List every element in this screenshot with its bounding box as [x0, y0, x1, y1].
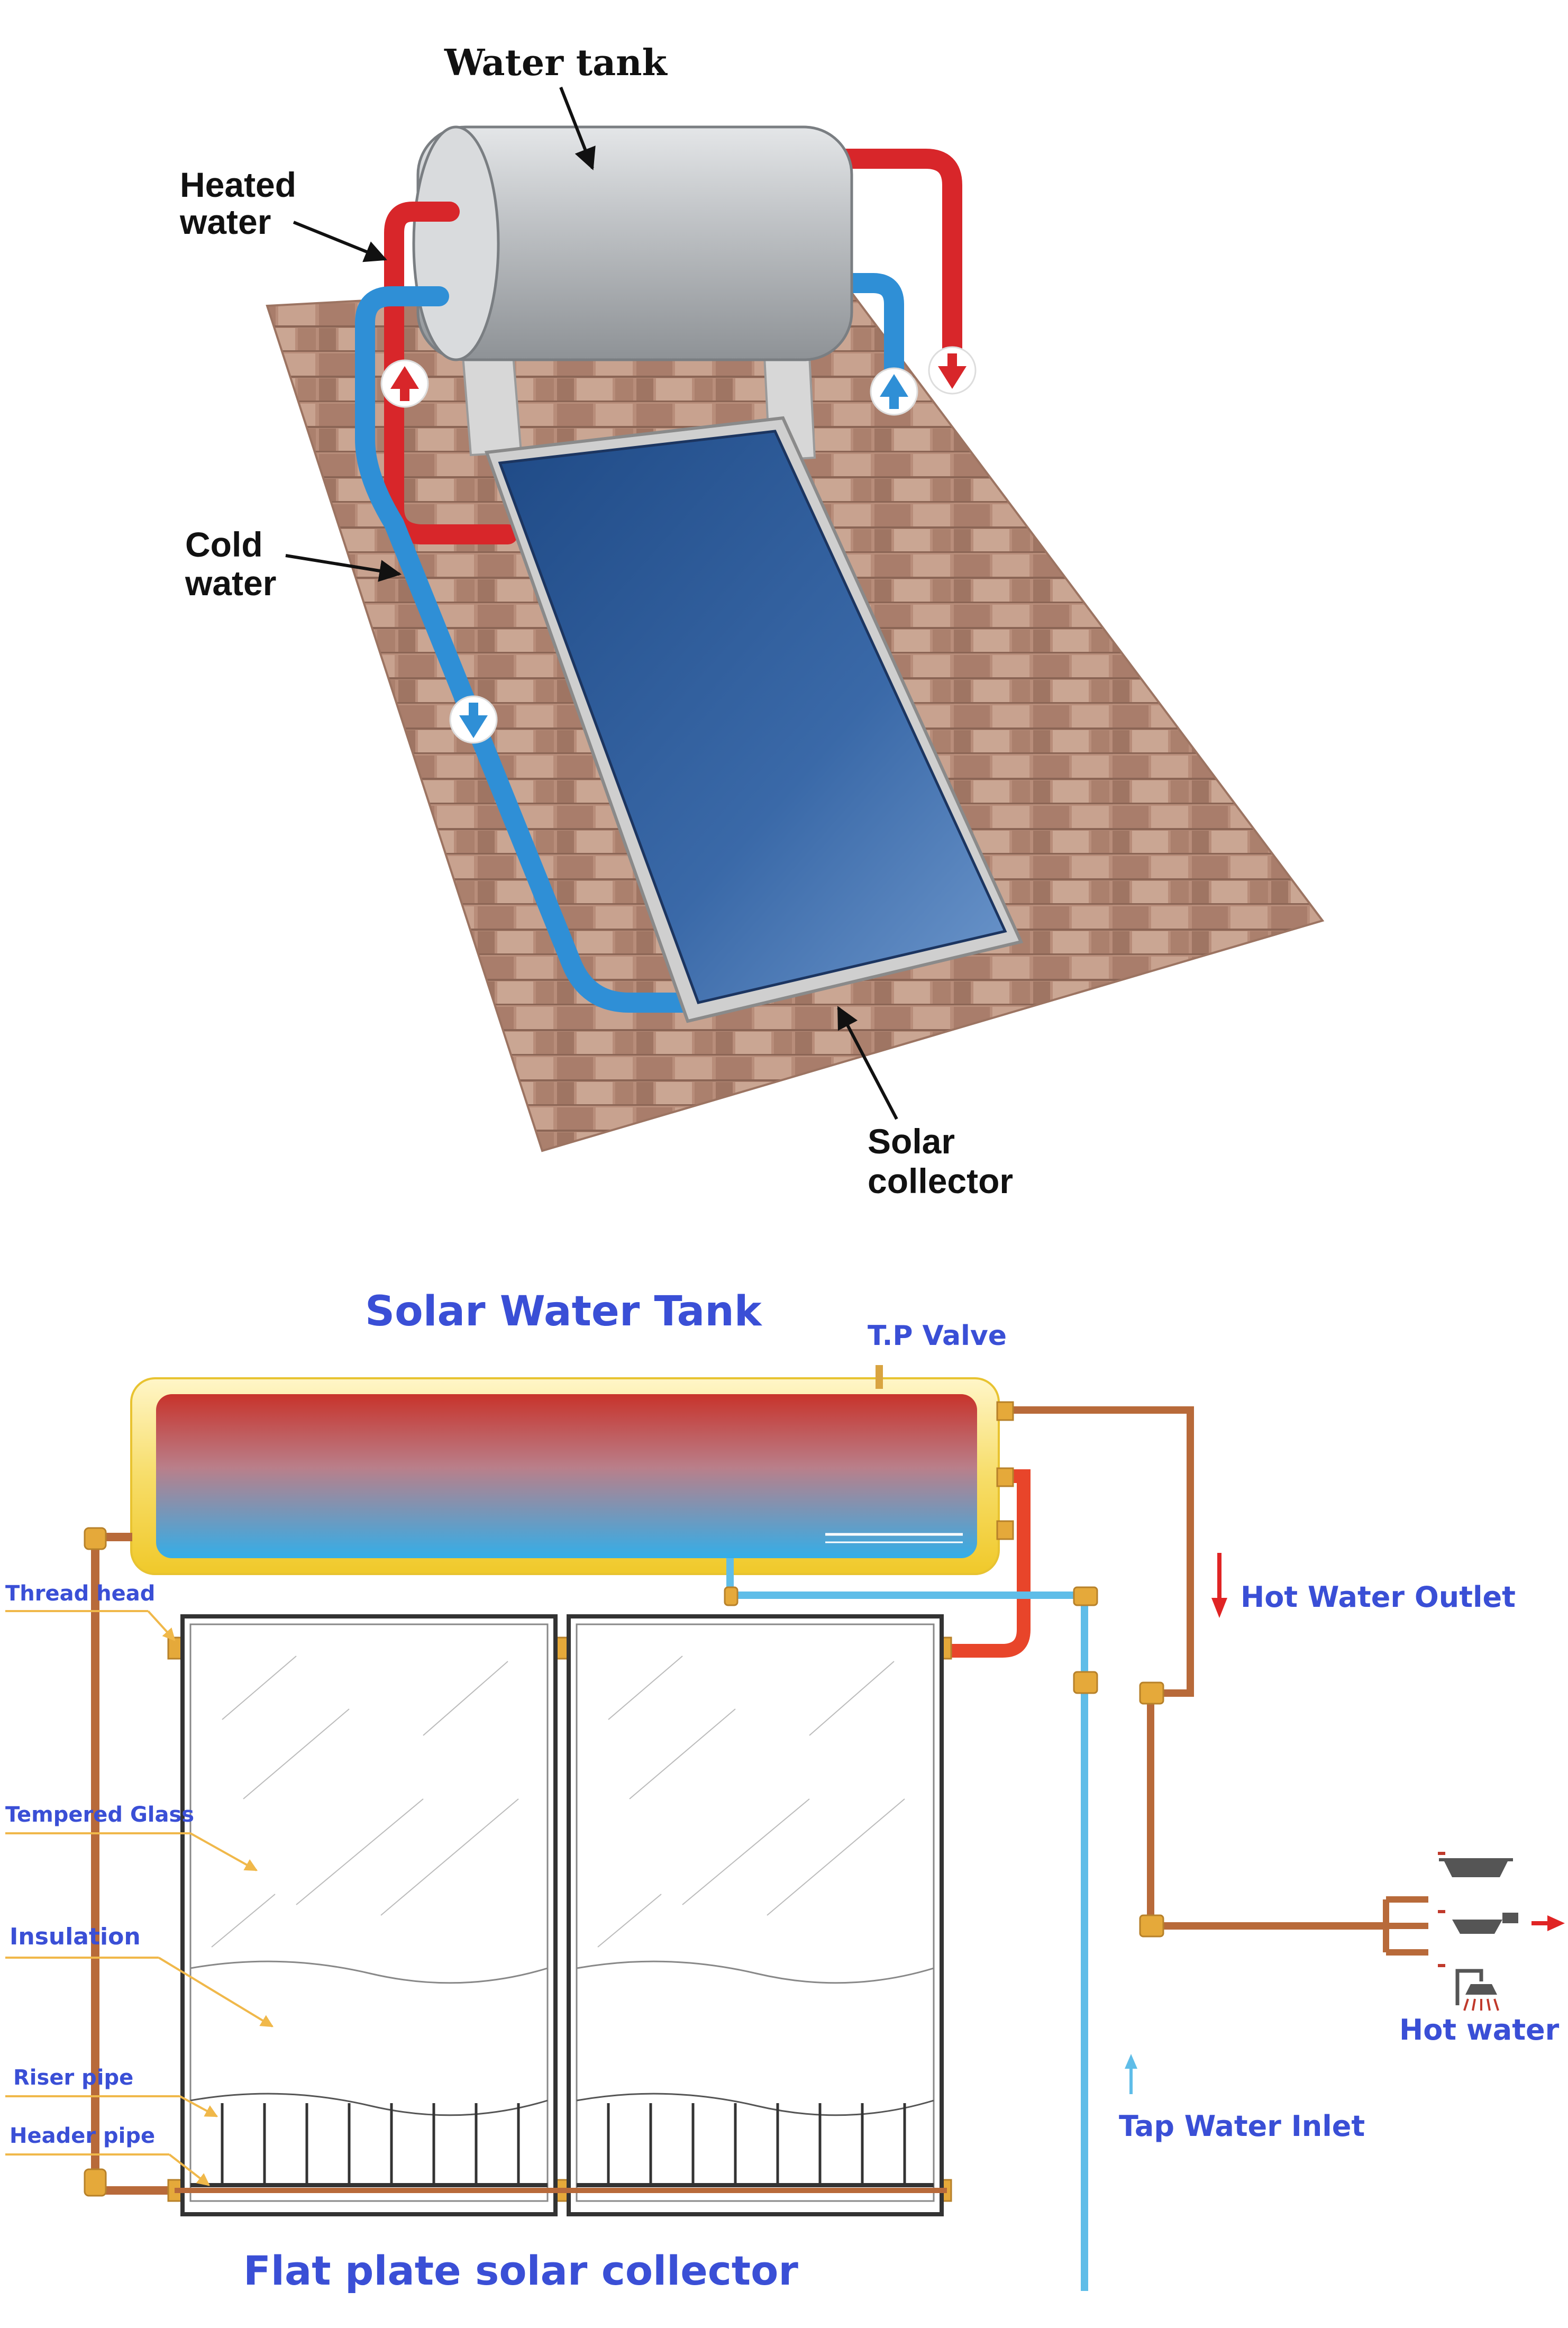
hot-water-manifold [1383, 1896, 1428, 1956]
label-heated-water-2: water [179, 202, 271, 241]
hot-supply-pipe [1147, 1693, 1386, 1930]
solar-water-tank [130, 1377, 1000, 1575]
tap-water-inlet-arrow [1125, 2054, 1137, 2094]
left-riser-pipe [91, 1533, 175, 2195]
label-tempered-glass: Tempered Glass [5, 1803, 194, 1827]
flow-arrow-cold-down-left [449, 695, 498, 744]
shower-icon [1438, 1964, 1499, 2011]
label-solar-collector-2: collector [868, 1161, 1013, 1201]
label-hot-water-outlet: Hot Water Outlet [1241, 1580, 1516, 1614]
solar-collector [484, 416, 1024, 1023]
bottom-diagram: Solar Water Tank T.P Valve [5, 1288, 1565, 2294]
label-header-pipe: Header pipe [10, 2124, 155, 2148]
title-solar-water-tank: Solar Water Tank [365, 1288, 763, 1335]
label-insulation: Insulation [10, 1923, 141, 1950]
label-cold-water-2: water [185, 563, 276, 603]
sink-icon [1438, 1910, 1518, 1934]
hot-return-pipe [934, 1469, 1031, 1658]
label-water-tank: Water tank [444, 42, 668, 84]
label-thread-head: Thread head [5, 1581, 155, 1606]
water-tank [412, 125, 853, 361]
flat-plate-collector-right [567, 1614, 944, 2216]
label-solar-collector-1: Solar [868, 1122, 955, 1161]
title-flat-plate-collector: Flat plate solar collector [243, 2247, 798, 2294]
top-diagram: Water tank Heated water Cold water Solar… [179, 42, 1325, 1201]
hot-pipe-right [831, 149, 962, 370]
label-cold-water-1: Cold [185, 525, 263, 564]
flow-arrow-hot-up-left [380, 359, 429, 408]
tp-valve [876, 1365, 883, 1389]
label-tp-valve: T.P Valve [868, 1320, 1007, 1352]
label-riser-pipe: Riser pipe [13, 2066, 133, 2090]
cold-feed-pipe [726, 1558, 1088, 2291]
bathtub-icon [1438, 1852, 1513, 1877]
hot-water-outlet-arrow [1211, 1553, 1227, 1618]
hot-water-arrow-right [1531, 1915, 1565, 1931]
hot-water-outlet-pipe [1002, 1406, 1194, 1697]
flow-arrow-hot-down-right [928, 346, 977, 395]
cold-water-pipe [355, 286, 714, 1013]
label-heated-water-1: Heated [180, 165, 296, 204]
label-tap-water-inlet: Tap Water Inlet [1119, 2109, 1365, 2143]
cold-return-pipe-right [831, 273, 904, 402]
flat-plate-collector-left [180, 1614, 558, 2216]
label-hot-water: Hot water [1399, 2013, 1560, 2047]
flow-arrow-cold-up-right [870, 367, 918, 416]
